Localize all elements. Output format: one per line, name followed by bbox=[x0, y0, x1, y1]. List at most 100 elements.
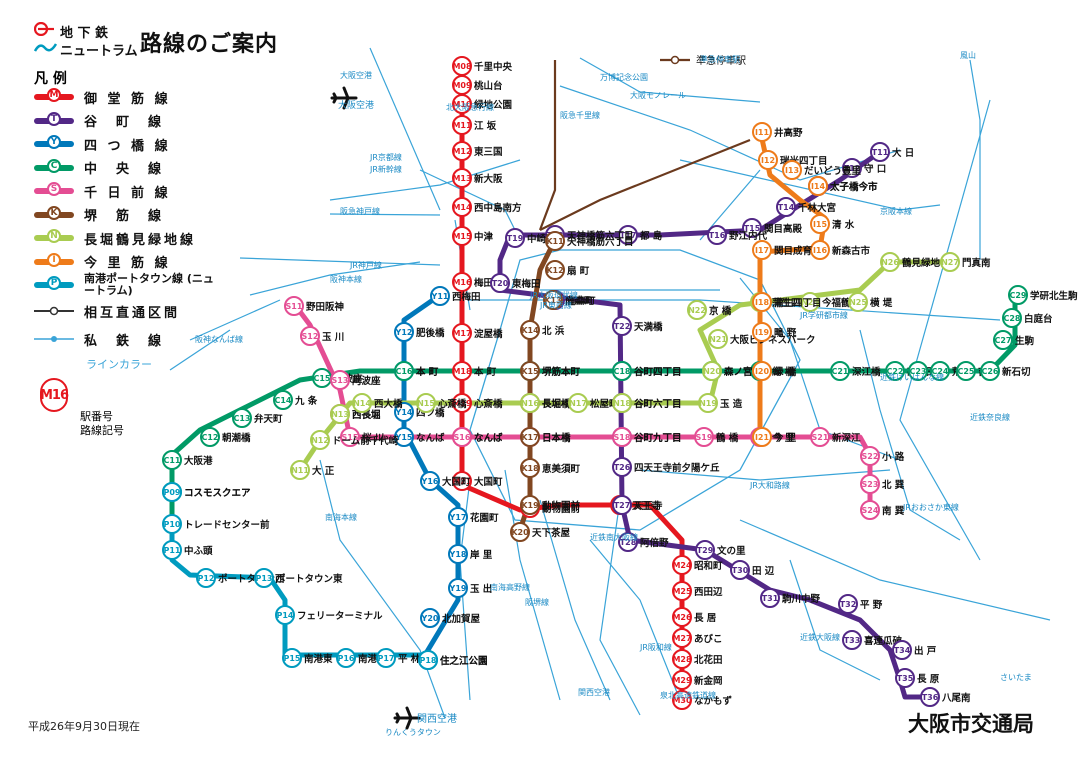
station-marker[interactable]: I19鴫 野 bbox=[752, 322, 797, 342]
station-marker[interactable]: Y14四ツ橋 bbox=[394, 402, 445, 422]
station-marker[interactable]: M10緑地公園 bbox=[452, 94, 512, 114]
station-marker[interactable]: T33喜連瓜破 bbox=[842, 630, 903, 650]
station-marker[interactable]: C16本 町 bbox=[394, 361, 439, 381]
station-marker[interactable]: S23北 巽 bbox=[860, 474, 905, 494]
station-marker[interactable]: N20森ノ宮 bbox=[702, 361, 753, 381]
station-marker[interactable]: K20天下茶屋 bbox=[510, 522, 571, 542]
station-marker[interactable]: N12ドーム前千代崎 bbox=[310, 430, 399, 450]
station-marker[interactable]: N17松屋町 bbox=[568, 393, 619, 413]
station-marker[interactable]: S18谷町九丁目 bbox=[612, 427, 682, 447]
station-marker[interactable]: T35長 原 bbox=[895, 668, 940, 688]
station-marker[interactable]: P10トレードセンター前 bbox=[162, 514, 270, 534]
station-marker[interactable]: M21大国町 bbox=[452, 471, 503, 491]
station-marker[interactable]: S21新深江 bbox=[810, 427, 861, 447]
station-marker[interactable]: T20東梅田 bbox=[490, 273, 541, 293]
station-marker[interactable]: M14西中島南方 bbox=[452, 197, 522, 217]
station-marker[interactable]: N22京 橋 bbox=[687, 300, 732, 320]
station-marker[interactable]: T29文の里 bbox=[695, 540, 746, 560]
station-marker[interactable]: C12朝潮橋 bbox=[200, 427, 251, 447]
station-marker[interactable]: Y12肥後橋 bbox=[394, 322, 445, 342]
station-marker[interactable]: M29新金岡 bbox=[672, 670, 723, 690]
station-marker[interactable]: C14九 条 bbox=[273, 390, 318, 410]
station-marker[interactable]: M18本 町 bbox=[452, 361, 497, 381]
station-marker[interactable]: K11天神橋筋六丁目 bbox=[545, 231, 634, 251]
station-marker[interactable]: N19玉 造 bbox=[698, 393, 743, 413]
station-marker[interactable]: T11大 日 bbox=[870, 142, 914, 162]
station-marker[interactable]: S24南 巽 bbox=[860, 500, 905, 520]
station-marker[interactable]: Y19玉 出 bbox=[448, 578, 493, 598]
station-marker[interactable]: P18住之江公園 bbox=[418, 650, 488, 670]
station-marker[interactable]: M25西田辺 bbox=[672, 581, 723, 601]
station-marker[interactable]: M13新大阪 bbox=[452, 168, 503, 188]
station-marker[interactable]: N27門真南 bbox=[940, 252, 991, 272]
station-marker[interactable]: I16新森古市 bbox=[810, 240, 871, 260]
station-marker[interactable]: C26新石切 bbox=[980, 361, 1031, 381]
station-marker[interactable]: C27生駒 bbox=[993, 330, 1035, 350]
station-marker[interactable]: T26四天王寺前夕陽ケ丘 bbox=[612, 457, 720, 477]
station-marker[interactable]: C13弁天町 bbox=[232, 408, 283, 428]
station-marker[interactable]: M16梅田 bbox=[452, 272, 493, 292]
station-marker[interactable]: N21大阪ビジネスパーク bbox=[708, 329, 816, 349]
station-marker[interactable]: N26鶴見緑地 bbox=[880, 252, 941, 272]
station-marker[interactable]: C21深江橋 bbox=[830, 361, 881, 381]
station-marker[interactable]: T12守 口 bbox=[842, 158, 886, 178]
station-marker[interactable]: C18谷町四丁目 bbox=[612, 361, 682, 381]
station-marker[interactable]: S16なんば bbox=[452, 427, 503, 447]
station-marker[interactable]: I21今 里 bbox=[752, 427, 797, 447]
station-marker[interactable]: T16野江内代 bbox=[707, 225, 768, 245]
station-marker[interactable]: P17平 林 bbox=[376, 648, 421, 668]
station-marker[interactable]: M12東三国 bbox=[452, 141, 503, 161]
station-marker[interactable]: M09桃山台 bbox=[452, 75, 503, 95]
station-marker[interactable]: K15堺筋本町 bbox=[520, 361, 581, 381]
station-marker[interactable]: T15関目高殿 bbox=[742, 218, 803, 238]
station-marker[interactable]: N16長堀橋 bbox=[520, 393, 571, 413]
station-marker[interactable]: I14太子橋今市 bbox=[808, 176, 878, 196]
station-marker[interactable]: K12扇 町 bbox=[545, 260, 590, 280]
station-marker[interactable]: K13南森町 bbox=[543, 290, 594, 310]
station-marker[interactable]: C29学研北生駒 bbox=[1008, 285, 1078, 305]
station-marker[interactable]: Y17花園町 bbox=[448, 507, 499, 527]
station-marker[interactable]: T30田 辺 bbox=[730, 560, 775, 580]
station-marker[interactable]: T17都 島 bbox=[618, 225, 663, 245]
station-marker[interactable]: T31駒川中野 bbox=[760, 588, 821, 608]
station-marker[interactable]: S12玉 川 bbox=[300, 326, 344, 346]
station-marker[interactable]: M17淀屋橋 bbox=[452, 323, 503, 343]
station-marker[interactable]: I11井高野 bbox=[752, 122, 803, 142]
station-marker[interactable]: K17日本橋 bbox=[520, 427, 571, 447]
station-marker[interactable]: S13阿波座 bbox=[330, 370, 381, 390]
station-marker[interactable]: P11中ふ頭 bbox=[162, 540, 213, 560]
station-marker[interactable]: M27あびこ bbox=[672, 628, 723, 648]
station-marker[interactable]: P13ポートタウン東 bbox=[254, 568, 343, 588]
station-marker[interactable]: K18恵美須町 bbox=[520, 458, 581, 478]
station-marker[interactable]: I12瑞光四丁目 bbox=[758, 150, 828, 170]
station-marker[interactable]: S19鶴 橋 bbox=[694, 427, 739, 447]
station-marker[interactable]: N11大 正 bbox=[290, 460, 335, 480]
station-marker[interactable]: S15桜 川 bbox=[340, 427, 384, 447]
station-marker[interactable]: P15南港東 bbox=[282, 648, 333, 668]
station-marker[interactable]: N15心斎橋 bbox=[416, 393, 467, 413]
station-marker[interactable]: T14千林大宮 bbox=[776, 197, 836, 217]
station-marker[interactable]: P14フェリーターミナル bbox=[275, 605, 383, 625]
station-marker[interactable]: M26長 居 bbox=[672, 607, 717, 627]
station-marker[interactable]: T22天満橋 bbox=[612, 316, 663, 336]
station-marker[interactable]: T27天王寺 bbox=[612, 495, 663, 515]
station-marker[interactable]: M24昭和町 bbox=[672, 555, 723, 575]
station-marker[interactable]: K19動物園前 bbox=[520, 495, 581, 515]
station-marker[interactable]: S22小 路 bbox=[860, 446, 905, 466]
station-marker[interactable]: I20緑 橋 bbox=[752, 361, 797, 381]
station-marker[interactable]: M15中津 bbox=[452, 226, 494, 246]
station-marker[interactable]: Y16大国町 bbox=[420, 471, 471, 491]
station-marker[interactable]: I15清 水 bbox=[810, 214, 855, 234]
station-marker[interactable]: Y11西梅田 bbox=[430, 286, 481, 306]
station-marker[interactable]: C28白庭台 bbox=[1002, 308, 1053, 328]
station-marker[interactable]: Y15なんば bbox=[394, 427, 445, 447]
station-marker[interactable]: T32平 野 bbox=[838, 594, 883, 614]
station-marker[interactable]: M28北花田 bbox=[672, 649, 723, 669]
station-marker[interactable]: N18谷町六丁目 bbox=[612, 393, 682, 413]
station-marker[interactable]: Y20北加賀屋 bbox=[420, 608, 481, 628]
station-marker[interactable]: M11江 坂 bbox=[452, 115, 497, 135]
station-marker[interactable]: I17関目成育 bbox=[752, 240, 813, 260]
station-marker[interactable]: T36八尾南 bbox=[920, 687, 971, 707]
station-marker[interactable]: I18蒲生四丁目 bbox=[752, 292, 822, 312]
station-marker[interactable]: K14北 浜 bbox=[520, 320, 565, 340]
